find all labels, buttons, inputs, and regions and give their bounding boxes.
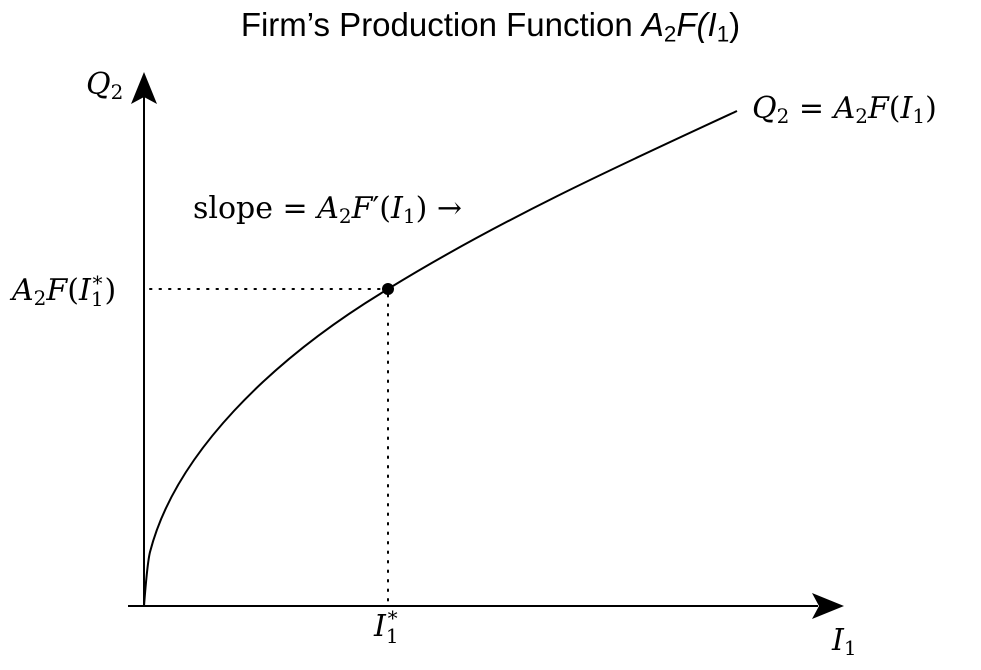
production-curve — [143, 110, 738, 607]
tangent-point — [382, 283, 394, 295]
title-func-sub: 2 — [663, 21, 677, 47]
slope-annotation: slope = A2F′(I1) → — [193, 191, 462, 228]
x-axis-arrowhead — [812, 593, 844, 619]
title-prefix: Firm’s Production Function — [240, 6, 642, 43]
title-arg-sub: 1 — [716, 21, 730, 47]
y-axis-arrowhead — [131, 72, 157, 104]
diagram-title: Firm’s Production Function A2F(I1) — [0, 6, 981, 48]
title-close: ) — [729, 6, 741, 43]
x-tick-label: I1* — [373, 606, 399, 648]
x-axis-label: I1 — [831, 623, 857, 660]
y-axis-label: Q2 — [86, 67, 123, 104]
title-func-rest: F( — [676, 6, 708, 43]
y-tick-label: A2F(I1*) — [9, 271, 116, 311]
curve-label: Q2 = A2F(I1) — [752, 91, 937, 128]
title-arg: I — [707, 6, 717, 43]
title-func-A: A — [641, 6, 664, 43]
